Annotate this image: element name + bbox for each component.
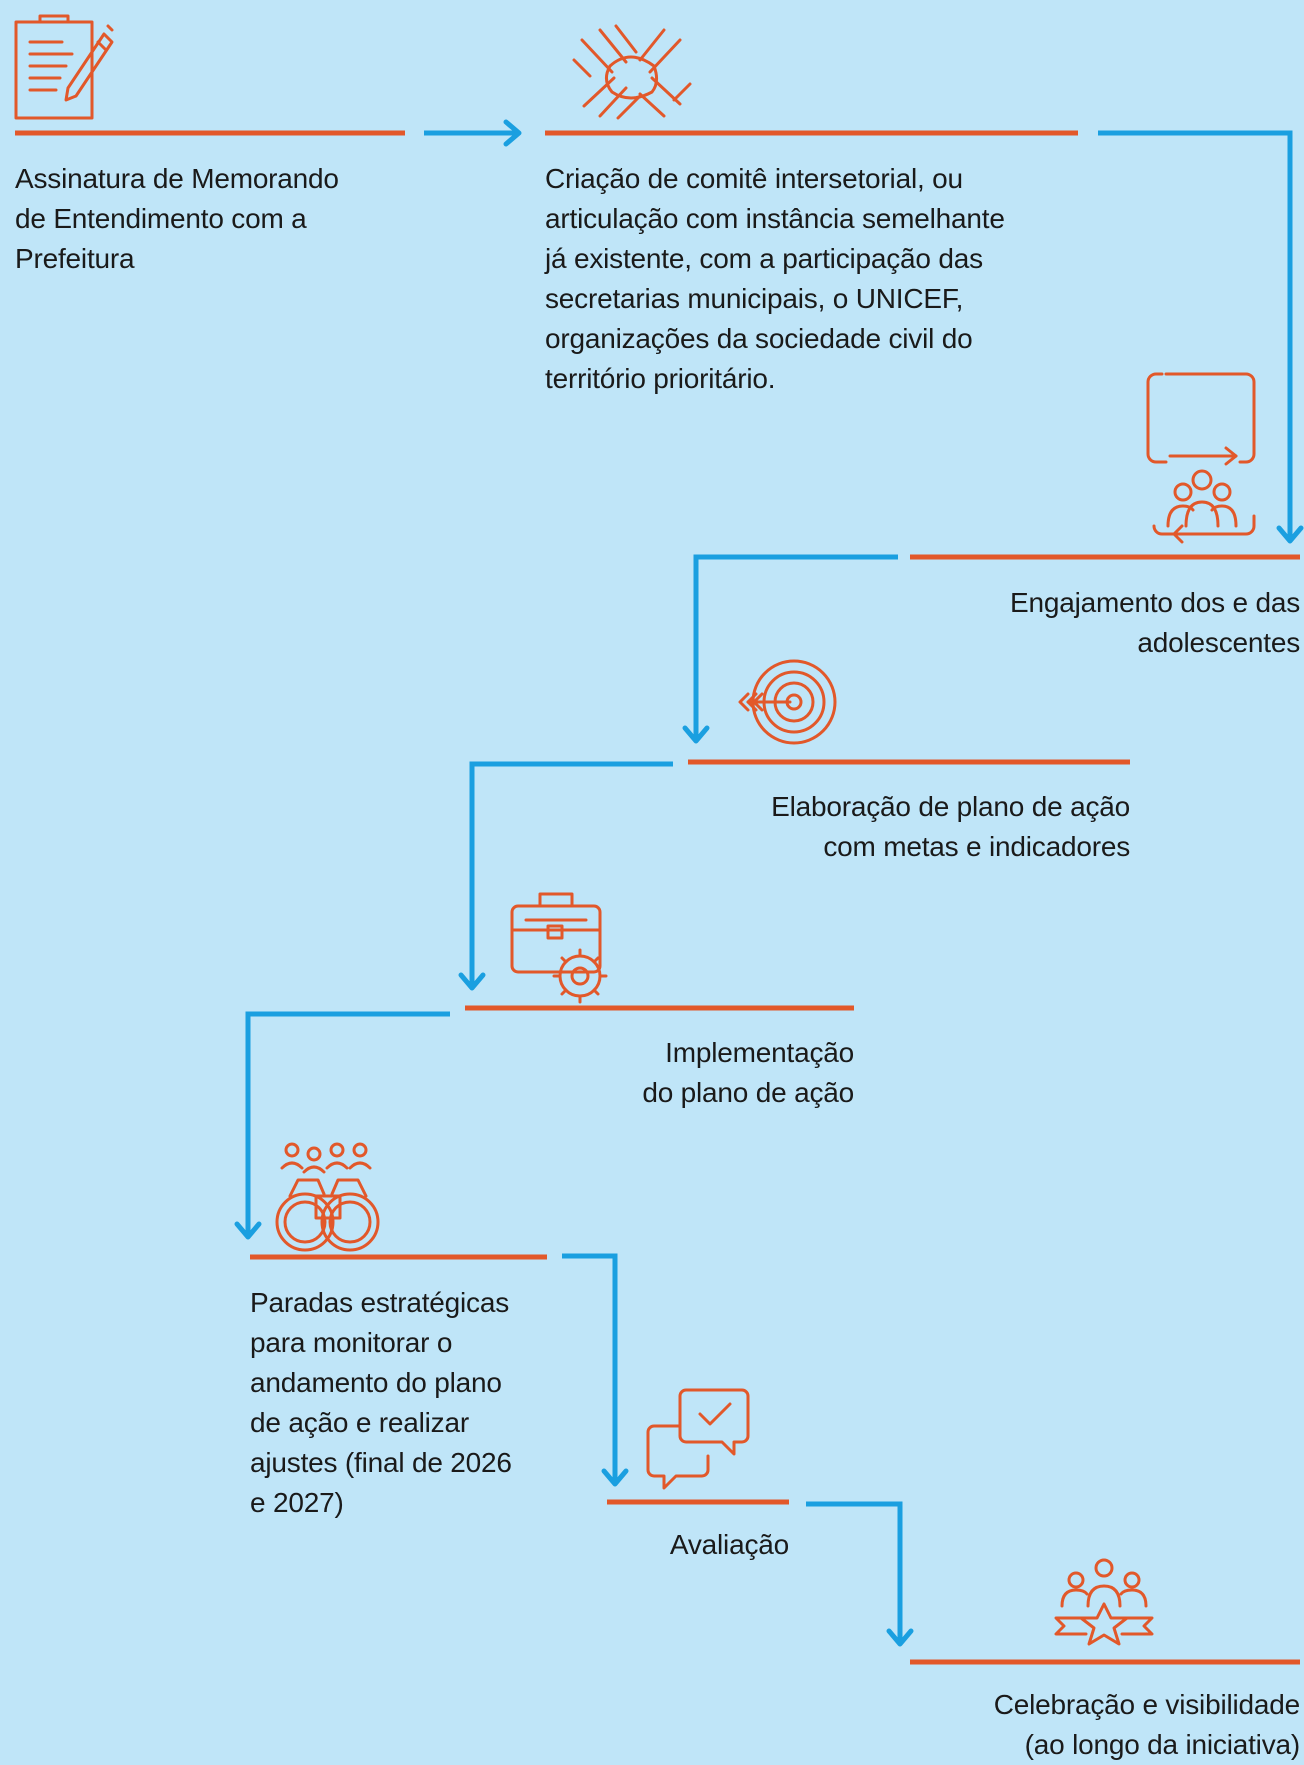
arrow-5-to-6	[234, 1011, 450, 1240]
arrow-7-to-8	[806, 1501, 914, 1647]
chat-check-icon	[646, 1388, 750, 1490]
step-7-text: Avaliação	[669, 1529, 789, 1560]
arrow-1-to-2	[424, 119, 522, 147]
step-5-text: Implementação do plano de ação	[642, 1037, 854, 1108]
group-cycle-icon	[1146, 372, 1256, 544]
arrow-4-to-5	[458, 761, 673, 991]
clipboard-pen-icon	[14, 14, 114, 120]
step-1-text: Assinatura de Memorando de Entendimento …	[15, 163, 339, 274]
step-4-text: Elaboração de plano de ação com metas e …	[771, 791, 1130, 862]
binoculars-people-icon	[275, 1142, 380, 1252]
arrow-2-to-3	[1098, 130, 1304, 544]
step-8-text: Celebração e visibilidade (ao longo da i…	[993, 1689, 1300, 1760]
joined-hands-icon	[572, 24, 692, 120]
arrow-6-to-7	[562, 1253, 629, 1487]
people-star-icon	[1054, 1558, 1154, 1646]
step-3-text: Engajamento dos e das adolescentes	[1009, 587, 1300, 658]
target-arrow-icon	[738, 659, 837, 745]
step-2-text: Criação de comitê intersetorial, ou arti…	[545, 163, 1005, 394]
briefcase-gear-icon	[510, 892, 608, 1004]
step-6-text: Paradas estratégicas para monitorar o an…	[250, 1287, 512, 1518]
arrow-3-to-4	[682, 554, 898, 744]
